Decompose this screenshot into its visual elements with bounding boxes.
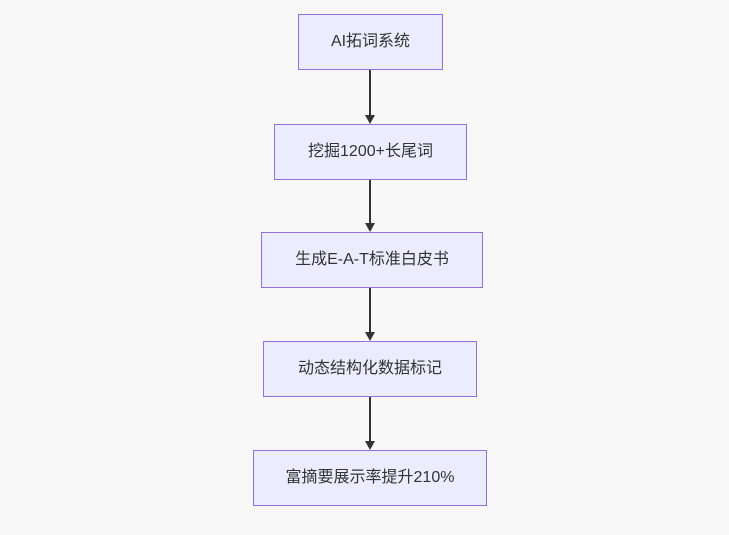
flow-node-label: 生成E-A-T标准白皮书 bbox=[295, 251, 449, 268]
flow-node-longtail-keyword-mining: 挖掘1200+长尾词 bbox=[274, 124, 467, 180]
flow-node-ai-word-expansion-system: AI拓词系统 bbox=[298, 14, 443, 70]
flow-node-label: AI拓词系统 bbox=[330, 33, 411, 50]
flow-node-label: 动态结构化数据标记 bbox=[297, 360, 442, 377]
flow-node-label: 富摘要展示率提升210% bbox=[285, 469, 455, 486]
arrow-down-icon bbox=[365, 441, 375, 450]
arrow-shaft bbox=[369, 397, 371, 441]
flow-node-eat-whitepaper-generation: 生成E-A-T标准白皮书 bbox=[261, 232, 483, 288]
arrow-shaft bbox=[369, 180, 371, 223]
flow-arrow-4 bbox=[365, 397, 375, 450]
flow-arrow-3 bbox=[365, 288, 375, 341]
arrow-shaft bbox=[369, 70, 371, 115]
flow-arrow-2 bbox=[365, 180, 375, 232]
arrow-down-icon bbox=[365, 332, 375, 341]
flow-arrow-1 bbox=[365, 70, 375, 124]
arrow-down-icon bbox=[365, 223, 375, 232]
flow-node-dynamic-structured-data-markup: 动态结构化数据标记 bbox=[263, 341, 477, 397]
arrow-down-icon bbox=[365, 115, 375, 124]
flow-node-label: 挖掘1200+长尾词 bbox=[308, 143, 433, 160]
arrow-shaft bbox=[369, 288, 371, 332]
flow-node-rich-snippet-rate-increase: 富摘要展示率提升210% bbox=[253, 450, 487, 506]
